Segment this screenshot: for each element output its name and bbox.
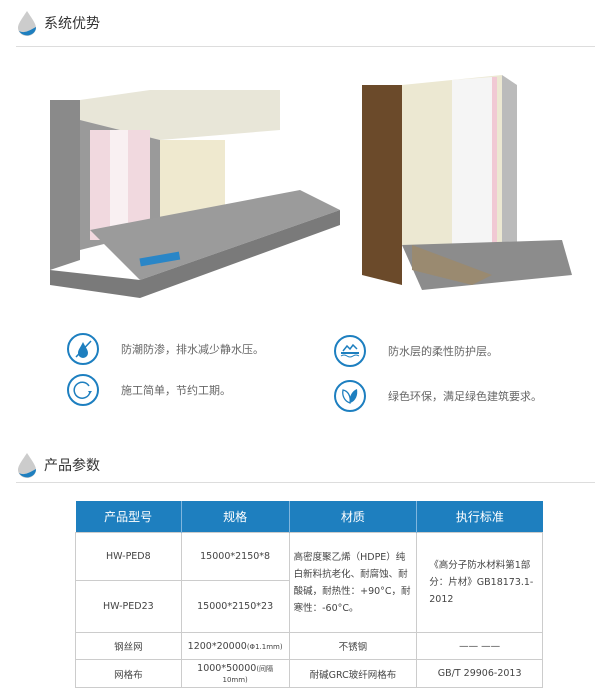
- standard-cell: 《高分子防水材料第1部分：片材》GB18173.1-2012: [416, 532, 543, 633]
- feature-item: 施工简单，节约工期。: [67, 374, 231, 406]
- droplet-icon: [18, 11, 37, 36]
- leaf-icon: [334, 380, 366, 412]
- spec-value: 1200*20000: [187, 640, 247, 652]
- column-header: 规格: [181, 501, 290, 533]
- feature-item: 防潮防渗，排水减少静水压。: [67, 333, 264, 365]
- table-row: HW-PED8 15000*2150*8 高密度聚乙烯（HDPE）纯白新料抗老化…: [75, 532, 543, 633]
- table-row: HW-PED23 15000*2150*23: [75, 580, 543, 633]
- feature-text: 防潮防渗，排水减少静水压。: [121, 343, 264, 356]
- divider: [16, 46, 595, 47]
- model-cell: 网格布: [75, 659, 182, 688]
- spec-note: (间隔10mm): [222, 664, 274, 684]
- section-header-advantages: 系统优势: [16, 10, 100, 36]
- product-parameters-table: 产品型号 规格 材质 执行标准 HW-PED8 15000*2150*8 高密度…: [75, 501, 543, 688]
- model-cell: HW-PED23: [75, 580, 182, 633]
- basement-wall-illustration: [362, 75, 572, 290]
- model-cell: HW-PED8: [75, 532, 182, 581]
- divider: [16, 482, 595, 483]
- spec-cell: 1000*50000(间隔10mm): [180, 659, 290, 688]
- spec-cell: 1200*20000(Φ1.1mm): [180, 632, 290, 660]
- table-row: 钢丝网 1200*20000(Φ1.1mm) 不锈钢 —— ——: [75, 632, 543, 660]
- model-cell: 钢丝网: [75, 632, 182, 660]
- spec-cell: 15000*2150*8: [180, 532, 290, 581]
- feature-item: 防水层的柔性防护层。: [334, 335, 498, 367]
- no-water-drop-icon: [67, 333, 99, 365]
- section-title: 产品参数: [44, 458, 100, 474]
- standard-cell: GB/T 29906-2013: [416, 659, 543, 688]
- feature-text: 防水层的柔性防护层。: [388, 345, 498, 358]
- section-title: 系统优势: [44, 16, 100, 32]
- feature-text: 绿色环保，满足绿色建筑要求。: [388, 390, 542, 403]
- spec-note: (Φ1.1mm): [246, 642, 283, 651]
- standard-cell: —— ——: [416, 632, 543, 660]
- table-row: 网格布 1000*50000(间隔10mm) 耐碱GRC玻纤网格布 GB/T 2…: [75, 659, 543, 688]
- column-header: 产品型号: [75, 501, 182, 533]
- cycle-icon: [67, 374, 99, 406]
- spec-value: 1000*50000: [197, 662, 257, 674]
- table-header-row: 产品型号 规格 材质 执行标准: [75, 501, 543, 533]
- basement-floor-illustration: [50, 90, 340, 298]
- column-header: 执行标准: [416, 501, 543, 533]
- material-cell: 高密度聚乙烯（HDPE）纯白新料抗老化、耐腐蚀、耐酸碱，耐热性：+90°C，耐寒…: [288, 532, 418, 633]
- spec-cell: 15000*2150*23: [180, 580, 290, 633]
- material-cell: 耐碱GRC玻纤网格布: [288, 659, 418, 688]
- feature-text: 施工简单，节约工期。: [121, 384, 231, 397]
- section-header-parameters: 产品参数: [16, 452, 100, 478]
- material-cell: 不锈钢: [288, 632, 418, 660]
- column-header: 材质: [289, 501, 418, 533]
- water-layer-icon: [334, 335, 366, 367]
- droplet-icon: [18, 453, 37, 478]
- feature-item: 绿色环保，满足绿色建筑要求。: [334, 380, 542, 412]
